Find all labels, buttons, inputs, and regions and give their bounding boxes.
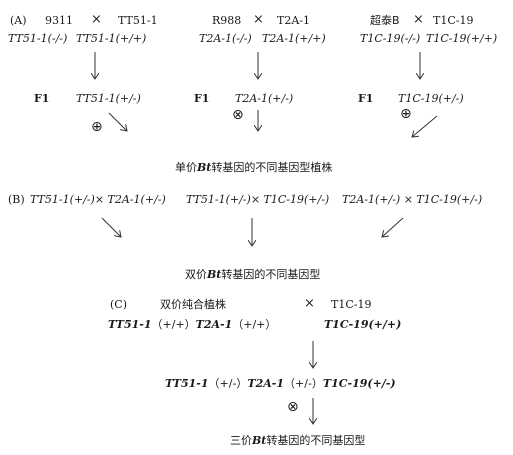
a1-genotype2: TT51-1(+/+) <box>76 32 147 45</box>
a1-parent1: 9311 <box>45 14 73 27</box>
a1-genotype1: TT51-1(-/-) <box>8 32 68 45</box>
a2-cross-symbol: × <box>253 12 264 27</box>
a3-parent1: 超泰B <box>370 14 400 27</box>
a2-f1-label: F1 <box>194 92 210 105</box>
c-selfing-symbol: ⊗ <box>287 399 299 415</box>
arrow-a3-self <box>412 115 438 137</box>
a2-parent2: T2A-1 <box>277 14 310 27</box>
c-genotype2: T1C-19(+/+) <box>324 318 402 331</box>
c-parent2: T1C-19 <box>331 298 372 311</box>
a3-genotype2: T1C-19(+/+) <box>426 32 498 45</box>
c-parent1: 双价纯合植株 <box>160 298 226 311</box>
b-cross3: T2A-1(+/-) × T1C-19(+/-) <box>342 193 483 206</box>
arrow-a1-self <box>108 112 127 131</box>
a2-selfing-symbol: ⊗ <box>232 107 244 123</box>
b-cross2: TT51-1(+/-)× T1C-19(+/-) <box>186 193 330 206</box>
arrow-b1 <box>101 217 121 237</box>
b-cross1: TT51-1(+/-)× T2A-1(+/-) <box>30 193 166 206</box>
a3-genotype1: T1C-19(-/-) <box>360 32 421 45</box>
arrow-b3 <box>382 217 404 237</box>
a2-genotype2: T2A-1(+/+) <box>262 32 326 45</box>
a1-f1-genotype: TT51-1(+/-) <box>76 92 141 105</box>
section-b-result: 双价Bt转基因的不同基因型 <box>185 268 321 281</box>
a2-parent1: R988 <box>212 14 242 27</box>
a2-f1-genotype: T2A-1(+/-) <box>235 92 294 105</box>
c-offspring-genotype: TT51-1（+/-）T2A-1（+/-）T1C-19(+/-) <box>165 377 396 390</box>
a1-selfing-symbol: ⊕ <box>91 119 103 135</box>
a3-cross-symbol: × <box>413 12 424 27</box>
a3-parent2: T1C-19 <box>433 14 474 27</box>
section-c-result: 三价Bt转基因的不同基因型 <box>230 434 366 447</box>
c-cross-symbol: × <box>304 296 315 311</box>
a1-cross-symbol: × <box>91 12 102 27</box>
section-a-label: (A) <box>10 14 27 27</box>
a1-parent2: TT51-1 <box>118 14 158 27</box>
a2-genotype1: T2A-1(-/-) <box>199 32 252 45</box>
section-a-result: 单价Bt转基因的不同基因型植株 <box>175 161 333 174</box>
a3-f1-label: F1 <box>358 92 374 105</box>
a3-f1-genotype: T1C-19(+/-) <box>398 92 464 105</box>
a1-f1-label: F1 <box>34 92 50 105</box>
section-b-label: (B) <box>8 193 25 206</box>
a3-selfing-symbol: ⊕ <box>400 106 412 122</box>
c-genotype1: TT51-1（+/+）T2A-1（+/+） <box>108 318 277 331</box>
section-c-label: (C) <box>110 298 127 311</box>
